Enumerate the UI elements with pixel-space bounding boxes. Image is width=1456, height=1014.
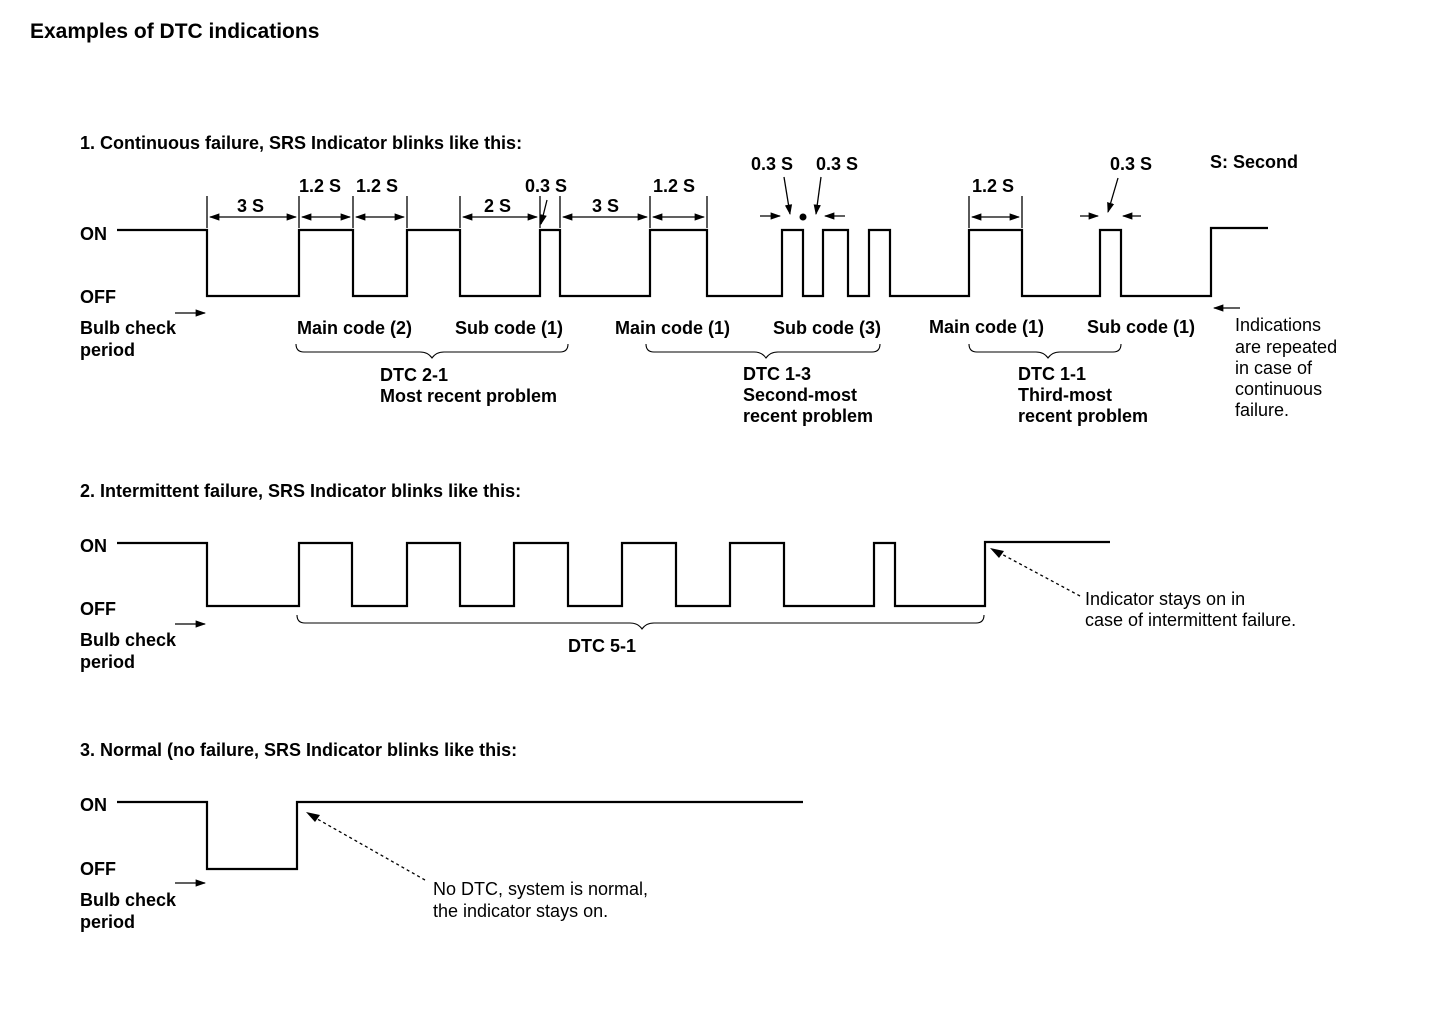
timing-label-1-2s-d: 1.2 S [972, 176, 1014, 196]
repeat-note-line-3: in case of [1235, 358, 1313, 378]
section-2-bulb-check-line-1: Bulb check [80, 630, 177, 650]
section-continuous-failure: 1. Continuous failure, SRS Indicator bli… [80, 133, 1337, 426]
section-2-off-label: OFF [80, 599, 116, 619]
normal-note-leader [311, 815, 426, 881]
timing-label-0-3s-a: 0.3 S [525, 176, 567, 196]
section-1-timing-arrows [208, 176, 1141, 226]
section-intermittent-failure: 2. Intermittent failure, SRS Indicator b… [80, 481, 1296, 672]
timing-label-0-3s-c: 0.3 S [816, 154, 858, 174]
timing-label-1-2s-b: 1.2 S [356, 176, 398, 196]
normal-note-line-2: the indicator stays on. [433, 901, 608, 921]
timing-label-0-3s-d: 0.3 S [1110, 154, 1152, 174]
intermittent-note-line-1: Indicator stays on in [1085, 589, 1245, 609]
section-1-on-label: ON [80, 224, 107, 244]
section-2-blink-waveform [117, 540, 1110, 608]
page-title: Examples of DTC indications [30, 20, 319, 43]
section-2-heading: 2. Intermittent failure, SRS Indicator b… [80, 481, 521, 501]
code-label-sub-3: Sub code (3) [773, 318, 881, 338]
repeat-note-line-1: Indications [1235, 315, 1321, 335]
section-3-off-label: OFF [80, 859, 116, 879]
code-label-sub-1-b: Sub code (1) [1087, 317, 1195, 337]
dtc-1-1-description-2: recent problem [1018, 406, 1148, 426]
section-1-heading: 1. Continuous failure, SRS Indicator bli… [80, 133, 522, 153]
intermittent-note-leader [993, 549, 1081, 597]
brace-dtc-2-1 [295, 343, 569, 359]
section-1-timing-dot [799, 213, 807, 221]
dtc-5-1-label: DTC 5-1 [568, 636, 636, 656]
section-3-bulb-check-line-2: period [80, 912, 135, 932]
repeat-note-line-4: continuous [1235, 379, 1322, 399]
dtc-1-3-description-1: Second-most [743, 385, 857, 405]
section-1-bulb-check-line-2: period [80, 340, 135, 360]
section-1-blink-waveform [117, 226, 1268, 298]
timing-label-3s-bulb: 3 S [237, 196, 264, 216]
repeat-note-line-2: are repeated [1235, 337, 1337, 357]
dtc-2-1-description: Most recent problem [380, 386, 557, 406]
normal-note-line-1: No DTC, system is normal, [433, 879, 648, 899]
section-3-blink-waveform [117, 800, 803, 871]
intermittent-note-arrowhead [990, 548, 1004, 558]
section-normal: 3. Normal (no failure, SRS Indicator bli… [80, 740, 803, 932]
section-2-bulb-check-line-2: period [80, 652, 135, 672]
timing-label-1-2s-c: 1.2 S [653, 176, 695, 196]
code-label-main-1-b: Main code (1) [929, 317, 1044, 337]
brace-dtc-5-1 [296, 614, 985, 630]
dtc-1-1-description-1: Third-most [1018, 385, 1112, 405]
dtc-1-3-label: DTC 1-3 [743, 364, 811, 384]
intermittent-note-line-2: case of intermittent failure. [1085, 610, 1296, 630]
brace-dtc-1-1 [968, 343, 1122, 359]
code-label-sub-1-a: Sub code (1) [455, 318, 563, 338]
dtc-1-3-description-2: recent problem [743, 406, 873, 426]
section-3-bulb-check-line-1: Bulb check [80, 890, 177, 910]
section-2-on-label: ON [80, 536, 107, 556]
timing-label-3s-gap: 3 S [592, 196, 619, 216]
section-3-on-label: ON [80, 795, 107, 815]
section-1-off-label: OFF [80, 287, 116, 307]
timing-label-2s: 2 S [484, 196, 511, 216]
timing-label-1-2s-a: 1.2 S [299, 176, 341, 196]
normal-note-arrowhead [306, 812, 320, 822]
dtc-2-1-label: DTC 2-1 [380, 365, 448, 385]
section-3-heading: 3. Normal (no failure, SRS Indicator bli… [80, 740, 517, 760]
dtc-1-1-label: DTC 1-1 [1018, 364, 1086, 384]
timing-label-0-3s-b: 0.3 S [751, 154, 793, 174]
timing-unit-note: S: Second [1210, 152, 1298, 172]
section-1-timing-ticks [206, 196, 1023, 228]
code-label-main-1-a: Main code (1) [615, 318, 730, 338]
repeat-note-line-5: failure. [1235, 400, 1289, 420]
brace-dtc-1-3 [645, 343, 881, 359]
section-1-bulb-check-line-1: Bulb check [80, 318, 177, 338]
code-label-main-2: Main code (2) [297, 318, 412, 338]
